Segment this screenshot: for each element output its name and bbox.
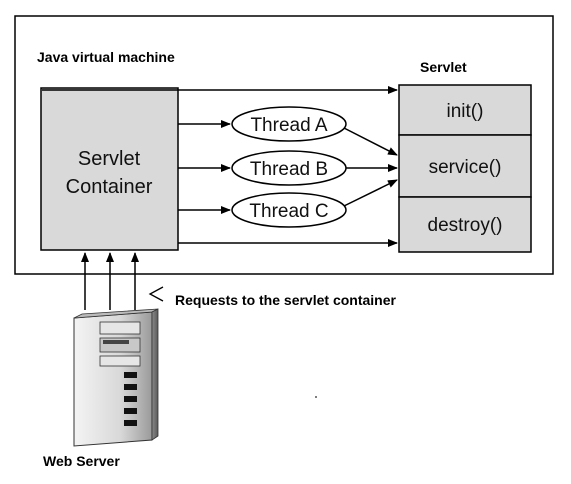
servlet-method-init-box (398, 84, 532, 136)
container-label-line2: Container (66, 176, 153, 198)
arrow-thread-c-to-service (343, 179, 398, 207)
stray-dot (315, 396, 317, 398)
arrow-thread-a-to-service (343, 127, 398, 156)
servlet-method-init: init() (447, 101, 484, 122)
servlet-method-destroy: destroy() (428, 215, 503, 236)
thread-b-label: Thread B (250, 159, 328, 180)
thread-c-label: Thread C (249, 201, 328, 222)
web-server-icon (73, 308, 159, 447)
requests-callout-arrow (148, 286, 164, 302)
servlet-method-service-box (398, 134, 532, 198)
web-server-label: Web Server (43, 453, 120, 469)
servlet-method-destroy-box (398, 196, 532, 253)
servlet-label: Servlet (420, 59, 467, 75)
requests-label: Requests to the servlet container (175, 292, 397, 308)
servlet-method-service: service() (429, 157, 502, 178)
servlet-container-box (40, 87, 179, 251)
container-label-line1: Servlet (78, 148, 141, 170)
jvm-label: Java virtual machine (37, 49, 175, 65)
thread-a-ellipse (231, 106, 347, 142)
thread-a-label: Thread A (250, 115, 327, 136)
thread-c-ellipse (231, 192, 347, 228)
